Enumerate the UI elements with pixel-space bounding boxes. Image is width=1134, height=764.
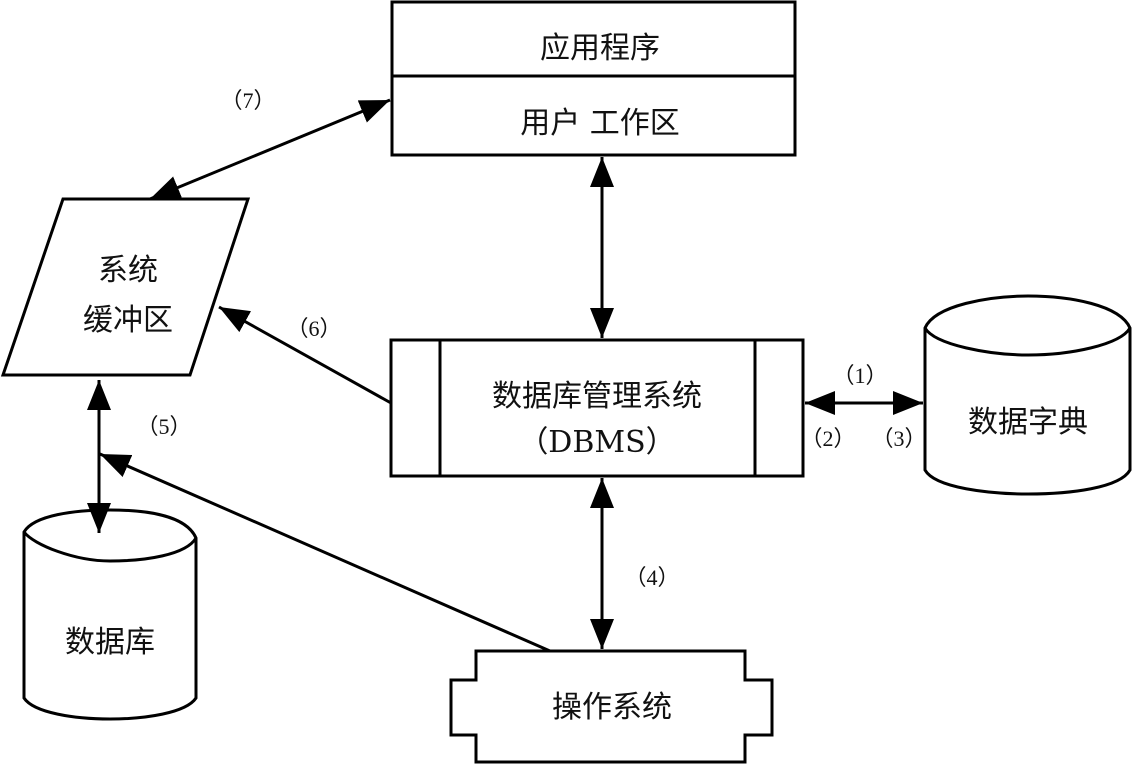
edge-os-buffer-database-arrow (99, 452, 551, 653)
edge-label-1: （1） (832, 363, 887, 388)
operating-system-label: 操作系统 (552, 690, 672, 725)
edge-label-3: （3） (871, 426, 926, 451)
app-program-label: 应用程序 (540, 31, 660, 66)
data-dictionary-label: 数据字典 (968, 405, 1088, 440)
user-workspace-label: 用户 工作区 (520, 106, 680, 141)
system-buffer-node: 系统 缓冲区 (0, 197, 251, 377)
edge-label-2: （2） (800, 426, 855, 451)
edge-label-6: （6） (286, 316, 341, 341)
database-label: 数据库 (65, 625, 155, 660)
app-program-node: 应用程序 用户 工作区 (390, 0, 797, 157)
dbms-label-line2: （DBMS） (518, 425, 675, 460)
database-node: 数据库 (22, 508, 198, 721)
system-buffer-label-line1: 系统 (98, 253, 158, 288)
edge-label-7: （7） (220, 88, 275, 113)
edge-dbms-buffer-arrow (218, 305, 392, 405)
edge-buffer-workspace-arrow (149, 98, 391, 201)
edge-label-5: （5） (136, 414, 191, 439)
operating-system-node: 操作系统 (449, 649, 774, 764)
dbms-label-line1: 数据库管理系统 (492, 379, 702, 414)
data-dictionary-node: 数据字典 (923, 294, 1132, 496)
dbms-node: 数据库管理系统 （DBMS） (389, 338, 805, 478)
system-buffer-label-line2: 缓冲区 (83, 303, 173, 338)
edge-label-4: （4） (624, 565, 679, 590)
